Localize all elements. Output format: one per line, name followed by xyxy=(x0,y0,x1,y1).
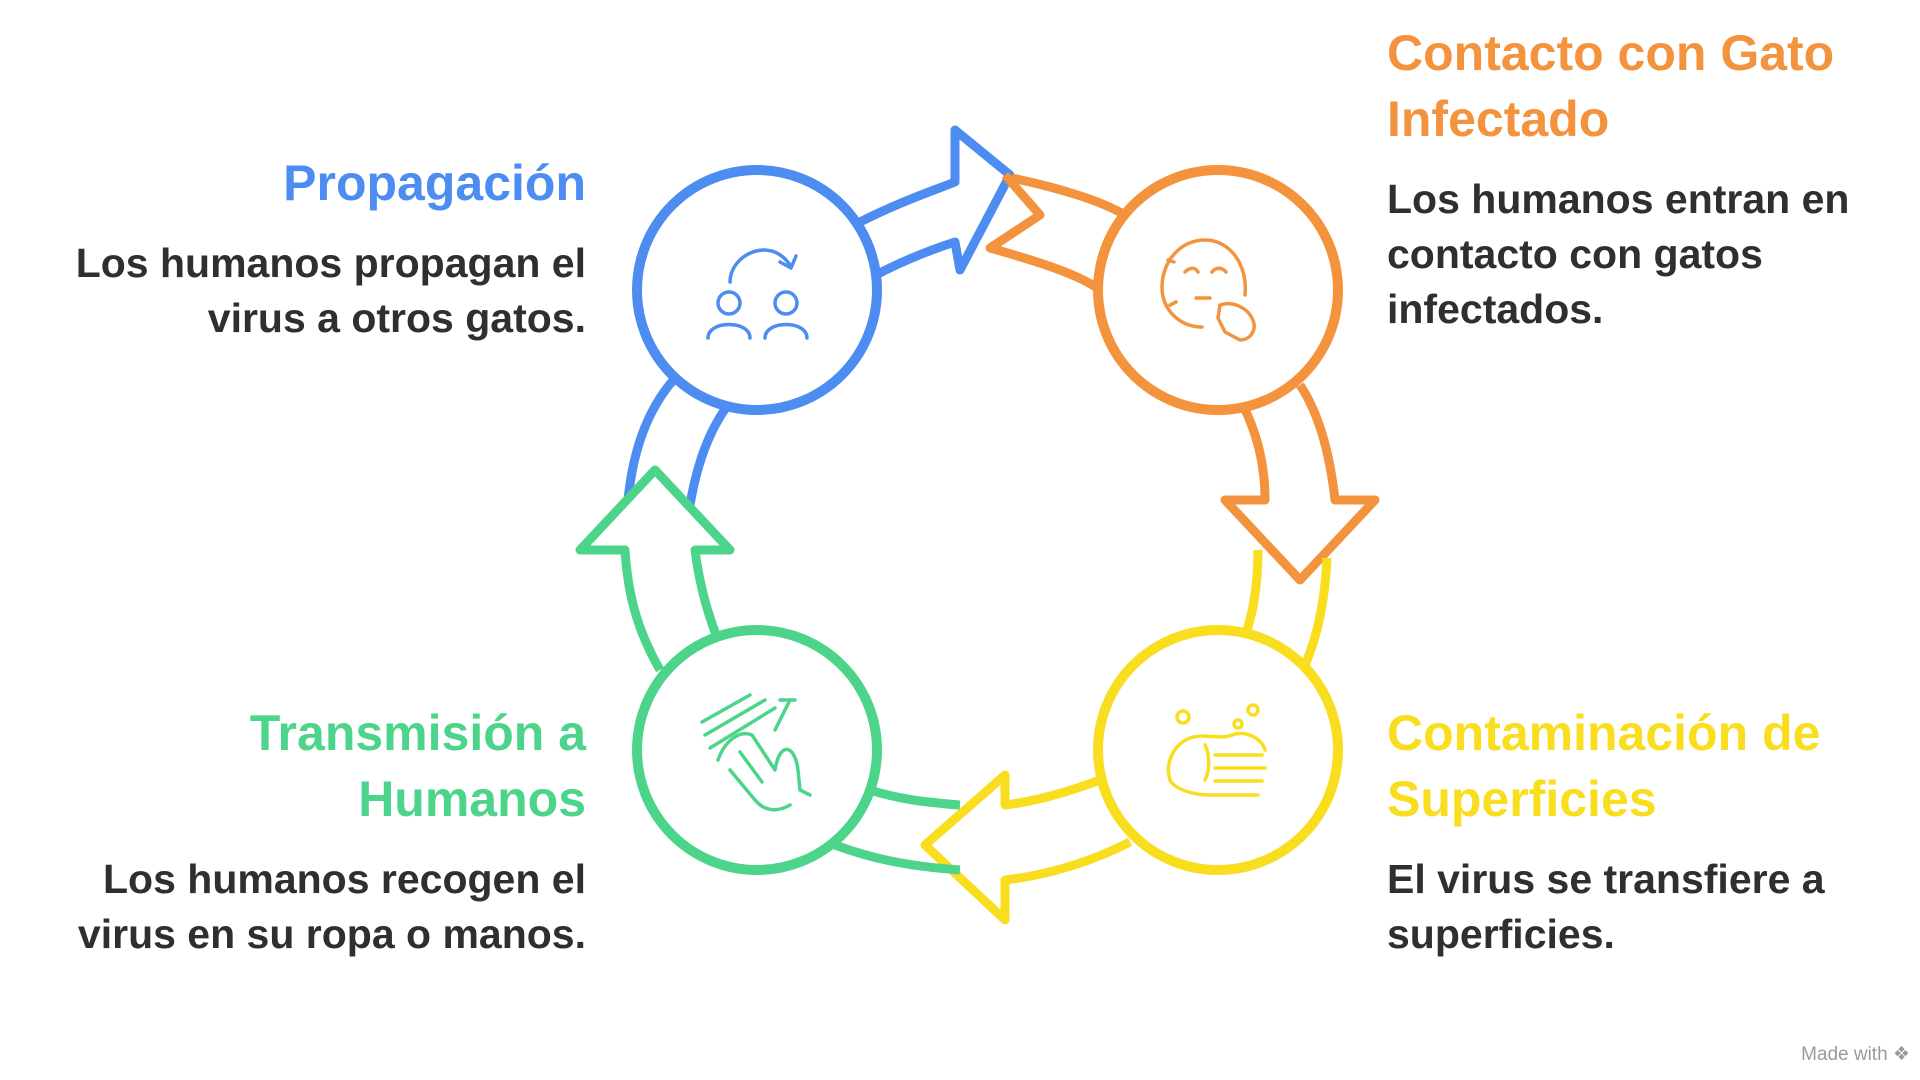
made-with-watermark: Made with ❖ xyxy=(1801,1043,1910,1066)
step-contacto: Contacto con Gato Infectado Los humanos … xyxy=(1387,20,1907,337)
step-description: Los humanos propagan el virus a otros ga… xyxy=(75,240,586,341)
clapping-hands-icon xyxy=(700,693,812,812)
step-title: Contaminación de Superficies xyxy=(1387,705,1821,827)
watermark-text: Made with xyxy=(1801,1044,1888,1065)
step-description: Los humanos entran en contacto con gatos… xyxy=(1387,176,1850,332)
step-description: Los humanos recogen el virus en su ropa … xyxy=(77,856,586,957)
sick-face-icon xyxy=(1160,238,1256,342)
arrow-orange-to-yellow xyxy=(985,172,1380,585)
node-circle-contaminacion xyxy=(1093,625,1343,875)
washing-hands-icon xyxy=(1166,703,1267,797)
node-circle-propagacion xyxy=(632,165,882,415)
people-transfer-icon xyxy=(706,248,809,340)
step-title: Propagación xyxy=(283,155,586,211)
step-transmision: Transmisión a Humanos Los humanos recoge… xyxy=(66,700,586,962)
step-contaminacion: Contaminación de Superficies El virus se… xyxy=(1387,700,1907,962)
node-circle-transmision xyxy=(632,625,882,875)
step-propagacion: Propagación Los humanos propagan el viru… xyxy=(66,150,586,346)
node-circle-contacto xyxy=(1093,165,1343,415)
brand-logo-icon: ❖ xyxy=(1892,1044,1910,1065)
arrow-yellow-to-green xyxy=(920,549,1332,925)
step-title: Transmisión a Humanos xyxy=(249,705,586,827)
step-title: Contacto con Gato Infectado xyxy=(1387,25,1835,147)
step-description: El virus se transfiere a superficies. xyxy=(1387,856,1825,957)
arrow-green-to-blue xyxy=(575,465,961,875)
